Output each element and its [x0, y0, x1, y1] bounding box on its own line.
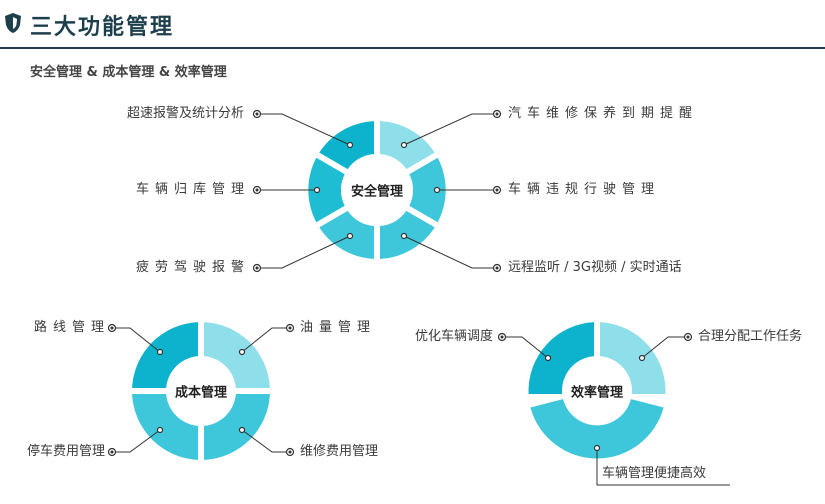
safety-segment-3	[380, 210, 435, 259]
safety-item-garage: 车辆归库管理	[135, 182, 250, 197]
cost-segment-1	[204, 322, 270, 388]
efficiency-center-label: 效率管理	[570, 385, 624, 401]
cost-center-label: 成本管理	[174, 385, 228, 401]
connector-dot	[107, 109, 693, 457]
safety-segment-4	[319, 210, 374, 259]
efficiency-item-convenience: 车辆管理便捷高效	[602, 466, 707, 481]
connector-line	[403, 235, 497, 269]
page-header: 三大功能管理	[0, 0, 825, 50]
connector-line	[596, 448, 730, 486]
cost-item-repair: 维修费用管理	[300, 444, 379, 459]
safety-ring	[308, 121, 446, 259]
shield-icon	[5, 13, 21, 33]
safety-segment-1	[380, 121, 435, 170]
efficiency-item-tasks: 合理分配工作任务	[698, 329, 803, 344]
efficiency-item-dispatch: 优化车辆调度	[414, 329, 493, 344]
page-subtitle: 安全管理 & 成本管理 & 效率管理	[30, 65, 227, 80]
connector-line	[112, 327, 161, 353]
connector-line	[241, 327, 290, 353]
header-divider	[0, 47, 825, 49]
cost-item-parking: 停车费用管理	[26, 444, 105, 459]
cost-segment-2	[204, 394, 270, 460]
safety-segment-6	[319, 121, 374, 170]
connector-line	[641, 336, 688, 359]
efficiency-segment-3	[528, 322, 594, 394]
connector-line	[257, 113, 351, 146]
safety-item-fatigue: 疲劳驾驶报警	[135, 260, 250, 275]
safety-item-maintenance: 汽车维修保养到期提醒	[508, 106, 699, 121]
cost-item-route: 路线管理	[33, 320, 110, 335]
connector-line	[403, 113, 497, 146]
safety-item-remote: 远程监听 / 3G视频 / 实时通话	[508, 260, 682, 275]
safety-segment-5	[308, 157, 345, 223]
connector-line	[502, 336, 549, 359]
connector-line	[257, 235, 351, 269]
page-title: 三大功能管理	[30, 15, 175, 40]
connector-line	[241, 429, 290, 453]
connector-dots	[107, 109, 693, 457]
connector-line	[112, 429, 161, 453]
connector-lines	[112, 113, 730, 486]
safety-segment-2	[409, 157, 446, 223]
efficiency-ring	[528, 322, 666, 459]
safety-center-label: 安全管理	[350, 184, 404, 200]
safety-item-speeding: 超速报警及统计分析	[126, 106, 244, 121]
cost-segment-3	[132, 394, 198, 460]
cost-ring	[132, 322, 270, 460]
efficiency-segment-2	[530, 399, 664, 459]
safety-item-violation: 车辆违规行驶管理	[508, 182, 661, 197]
efficiency-segment-1	[600, 322, 666, 394]
cost-item-fuel: 油量管理	[300, 320, 377, 335]
cost-segment-4	[132, 322, 198, 388]
